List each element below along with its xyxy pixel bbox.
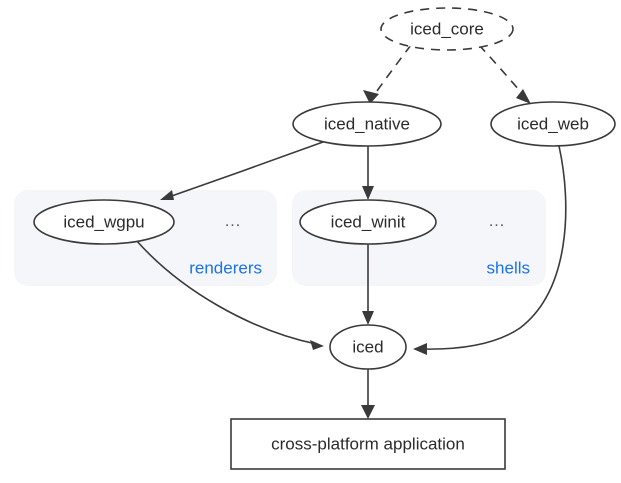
edge-iced-wgpu-to-iced-line — [135, 239, 317, 345]
edge-iced-winit-to-iced-arrowhead — [362, 311, 374, 325]
node-iced-native-label: iced_native — [324, 114, 410, 133]
cluster-renderers-label: renderers — [189, 258, 262, 277]
node-iced-winit-ellipse[interactable] — [299, 199, 437, 245]
node-iced-wgpu-ellipse[interactable] — [33, 199, 175, 245]
edge-iced-native-to-iced-wgpu-line — [165, 141, 324, 199]
cluster-shells-label: shells — [487, 258, 530, 277]
node-iced-winit[interactable]: iced_winit — [299, 199, 437, 245]
node-iced-web[interactable]: iced_web — [490, 101, 616, 147]
edge-iced-web-to-iced-line — [420, 145, 567, 350]
edge-iced-core-to-iced-native — [363, 44, 412, 104]
node-iced-native-ellipse[interactable] — [292, 101, 442, 147]
edge-iced-winit-to-iced — [362, 244, 374, 325]
cluster-renderers-ellipsis: ... — [225, 213, 241, 230]
edge-iced-core-to-iced-native-line — [371, 44, 412, 99]
node-iced-core[interactable]: iced_core — [380, 7, 514, 51]
node-iced-wgpu-label: iced_wgpu — [63, 212, 144, 231]
node-iced-winit-label: iced_winit — [331, 212, 406, 231]
node-iced-core-ellipse[interactable] — [380, 7, 514, 51]
node-iced-native[interactable]: iced_native — [292, 101, 442, 147]
node-iced-core-label: iced_core — [410, 19, 484, 38]
cluster-shells-ellipsis: ... — [489, 213, 505, 230]
edge-iced-to-application — [361, 369, 375, 419]
edge-iced-to-application-arrowhead — [361, 405, 375, 419]
edge-iced-wgpu-to-iced-arrowhead — [310, 340, 324, 350]
edge-iced-web-to-iced-arrowhead — [413, 343, 427, 355]
node-cross-platform-application-label: cross-platform application — [271, 434, 465, 453]
edge-iced-core-to-iced-web-line — [478, 44, 528, 100]
edge-iced-web-to-iced — [413, 145, 567, 355]
node-iced-web-label: iced_web — [517, 114, 589, 133]
edge-iced-native-to-iced-wgpu — [160, 141, 324, 200]
edge-iced-core-to-iced-native-arrowhead — [363, 90, 379, 104]
edge-iced-core-to-iced-web — [478, 44, 531, 104]
edge-iced-core-to-iced-web-arrowhead — [516, 89, 531, 104]
node-iced-ellipse[interactable] — [329, 324, 407, 370]
node-iced-web-ellipse[interactable] — [490, 101, 616, 147]
edge-iced-native-to-iced-winit-arrowhead — [362, 186, 374, 200]
node-iced-wgpu[interactable]: iced_wgpu — [33, 199, 175, 245]
node-cross-platform-application-rect[interactable] — [230, 418, 506, 470]
edge-iced-native-to-iced-wgpu-arrowhead — [160, 190, 174, 200]
edge-iced-wgpu-to-iced — [135, 239, 324, 350]
node-iced-label: iced — [352, 337, 383, 356]
node-cross-platform-application[interactable]: cross-platform application — [230, 418, 506, 470]
edge-iced-native-to-iced-winit — [362, 146, 374, 200]
node-iced[interactable]: iced — [329, 324, 407, 370]
